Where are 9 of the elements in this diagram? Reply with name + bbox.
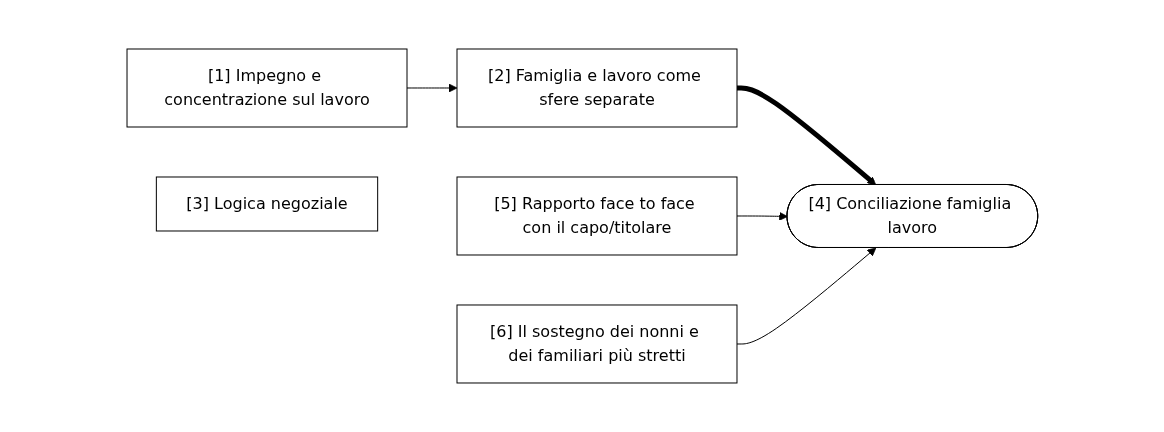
- arrow: [736, 211, 788, 221]
- arrow: [736, 85, 876, 186]
- arrow: [406, 83, 458, 93]
- node-box: [1] Impegno e concentrazione sul lavoro: [126, 48, 408, 128]
- node-box: [3] Logica negoziale: [155, 176, 378, 232]
- node-box: [6] Il sostegno dei nonni e dei familiari più stretti: [456, 304, 738, 384]
- arrow: [736, 247, 876, 345]
- node-box: [2] Famiglia e lavoro come sfere separate: [456, 48, 738, 128]
- node-box: [5] Rapporto face to face con il capo/titolare: [456, 176, 738, 256]
